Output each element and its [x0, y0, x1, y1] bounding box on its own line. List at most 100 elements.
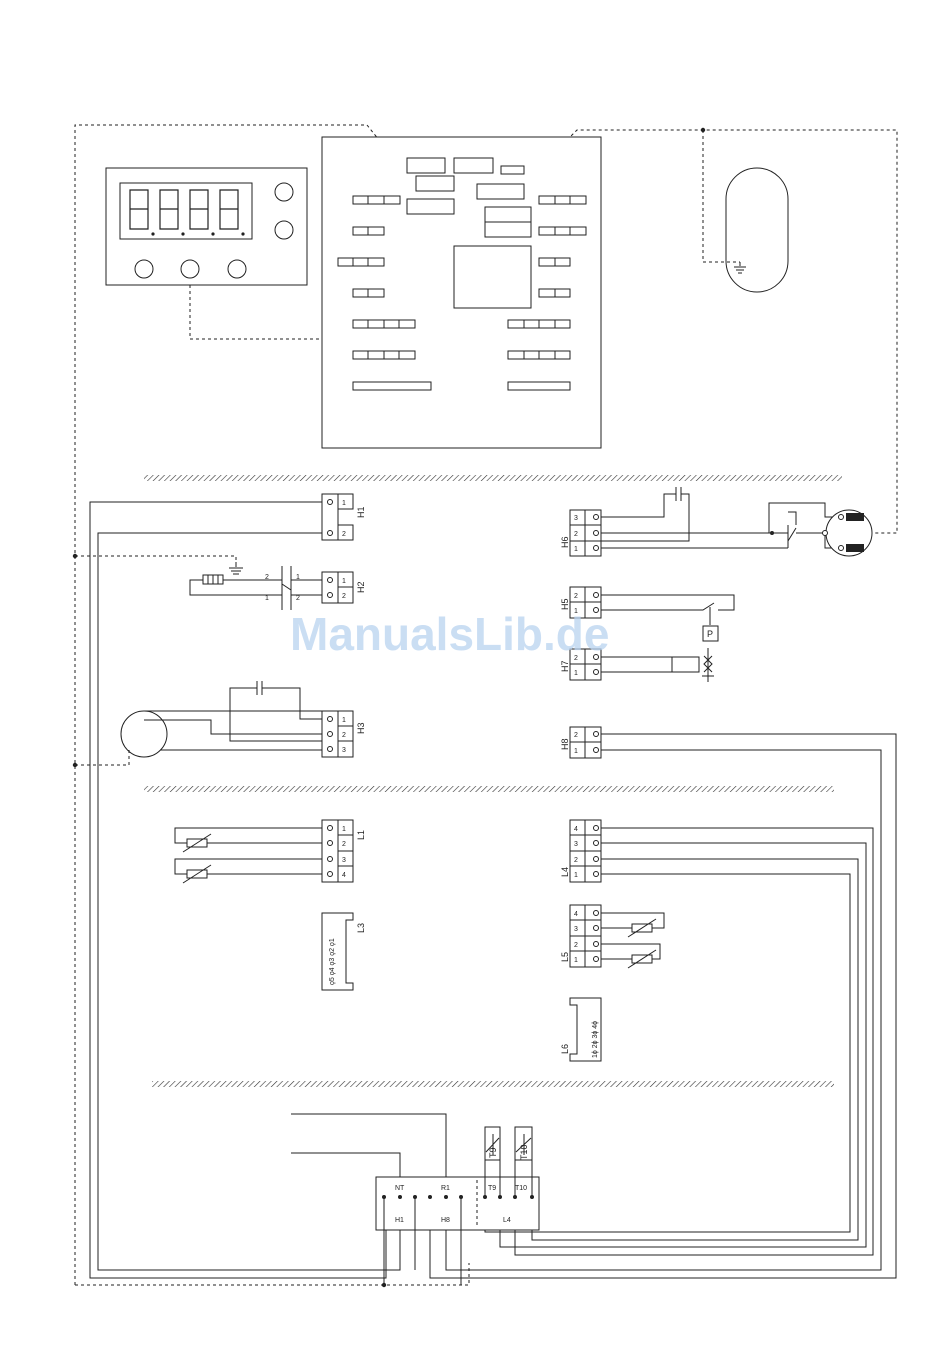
panel-button-right — [228, 260, 246, 278]
h3-label: H3 — [356, 722, 366, 734]
h7-pin-1: 1 — [574, 670, 578, 677]
l4-pin-1: 1 — [574, 872, 578, 879]
connector-h3: 1 2 3 H3 — [322, 711, 366, 757]
l3-pins: ϙ5 ϙ4 ϙ3 ϙ2 ϙ1 — [329, 938, 336, 985]
sensor-t10: T10 — [515, 1127, 532, 1160]
h8-label: H8 — [560, 738, 570, 750]
h2-mark-c: 1 — [265, 595, 269, 602]
connector-h2: 1 2 H2 — [322, 572, 366, 603]
connector-h6: 3 2 1 H6 — [560, 510, 601, 556]
heater-element — [203, 575, 223, 584]
h2-pin-2: 2 — [342, 593, 346, 600]
ntc-sensor-1 — [183, 834, 211, 852]
l1-pin-1: 1 — [342, 826, 346, 833]
separator-2 — [144, 786, 834, 792]
l6-pins: 1ϕ 2ϕ 3ϕ 4ϕ — [592, 1021, 599, 1058]
h3-pin-1: 1 — [342, 717, 346, 724]
tb-top-r1: R1 — [441, 1185, 450, 1192]
h3-wires — [144, 688, 322, 750]
pressure-label: P — [707, 629, 713, 639]
earth-symbol — [229, 562, 243, 574]
h2-pin-1: 1 — [342, 578, 346, 585]
pump-capacitor — [676, 487, 681, 501]
h5-pin-2: 2 — [574, 593, 578, 600]
l1-pin-4: 4 — [342, 872, 346, 879]
t10-label: T10 — [519, 1144, 529, 1160]
h7-label: H7 — [560, 660, 570, 672]
sensor-t9: T9 — [485, 1127, 500, 1160]
panel-button-center — [181, 260, 199, 278]
earth-frame-bottom — [75, 1263, 469, 1285]
motor-capacitor — [257, 681, 262, 695]
connector-l4: 4 3 2 1 L4 — [560, 820, 601, 882]
connector-h1: 1 2 H1 — [322, 494, 366, 540]
h6-pin-3: 3 — [574, 515, 578, 522]
l6-label: L6 — [560, 1044, 570, 1054]
l1-pin-2: 2 — [342, 841, 346, 848]
h5-wires — [601, 595, 734, 610]
h6-label: H6 — [560, 536, 570, 548]
t9-label: T9 — [488, 1147, 498, 1158]
l4-pin-2: 2 — [574, 857, 578, 864]
separator-1 — [144, 475, 842, 481]
control-board — [322, 137, 601, 448]
panel-button-left — [135, 260, 153, 278]
l1-wires — [175, 828, 322, 874]
pump-switch — [769, 512, 796, 548]
connector-l5: 4 3 2 1 L5 — [560, 905, 601, 967]
l1-pin-3: 3 — [342, 857, 346, 864]
tb-top-t10: T10 — [515, 1185, 527, 1192]
panel-button-top — [275, 183, 293, 201]
h8-pin-2: 2 — [574, 732, 578, 739]
h3-pin-3: 3 — [342, 747, 346, 754]
l5-pin-3: 3 — [574, 926, 578, 933]
h3-pin-2: 2 — [342, 732, 346, 739]
h1-pin-1: 1 — [342, 500, 346, 507]
thermal-switch: 2 1 1 2 — [265, 566, 300, 610]
connector-h8: 2 1 H8 — [560, 727, 601, 758]
h2-earth-dashed — [75, 556, 236, 562]
connector-l3: ϙ5 ϙ4 ϙ3 ϙ2 ϙ1 L3 — [322, 913, 366, 990]
h6-pin-2: 2 — [574, 531, 578, 538]
separator-3 — [152, 1081, 834, 1087]
tb-top-nt: NT — [395, 1185, 405, 1192]
h1-pin-2: 2 — [342, 531, 346, 538]
l1-label: L1 — [356, 830, 366, 840]
l4-wires — [485, 828, 873, 1255]
l5-label: L5 — [560, 952, 570, 962]
l3-label: L3 — [356, 923, 366, 933]
h1-label: H1 — [356, 506, 366, 518]
connector-l6: 1ϕ 2ϕ 3ϕ 4ϕ L6 — [560, 998, 601, 1061]
tb-bottom-h1: H1 — [395, 1217, 404, 1224]
tb-bottom-h8: H8 — [441, 1217, 450, 1224]
h7-wires — [601, 657, 672, 672]
h2-label: H2 — [356, 581, 366, 593]
h2-mark-a: 2 — [265, 574, 269, 581]
watermark: ManualsLib.de — [290, 608, 609, 660]
motor-earth-dashed — [75, 750, 129, 765]
pressure-switch: P — [703, 607, 718, 641]
panel-link-dashed — [190, 285, 322, 339]
l4-pin-3: 3 — [574, 841, 578, 848]
connector-l1: 1 2 3 4 L1 — [322, 820, 366, 882]
h6-pin-1: 1 — [574, 546, 578, 553]
l5-pin-4: 4 — [574, 911, 578, 918]
l5-pin-2: 2 — [574, 942, 578, 949]
l5-pin-1: 1 — [574, 957, 578, 964]
h2-mark-b: 1 — [296, 574, 300, 581]
ntc-sensor-2 — [183, 865, 211, 883]
ntc-sensor-3 — [628, 919, 656, 937]
h2-mark-d: 2 — [296, 595, 300, 602]
tb-bottom-l4: L4 — [503, 1217, 511, 1224]
l4-label: L4 — [560, 867, 570, 877]
tb-top-t9: T9 — [488, 1185, 496, 1192]
ntc-sensor-4 — [628, 950, 656, 968]
display-panel — [106, 168, 307, 285]
panel-button-middle — [275, 221, 293, 239]
solenoid-valve — [672, 648, 714, 682]
tank — [703, 130, 788, 292]
l4-pin-4: 4 — [574, 826, 578, 833]
h8-pin-1: 1 — [574, 748, 578, 755]
h6-wires — [601, 494, 841, 548]
